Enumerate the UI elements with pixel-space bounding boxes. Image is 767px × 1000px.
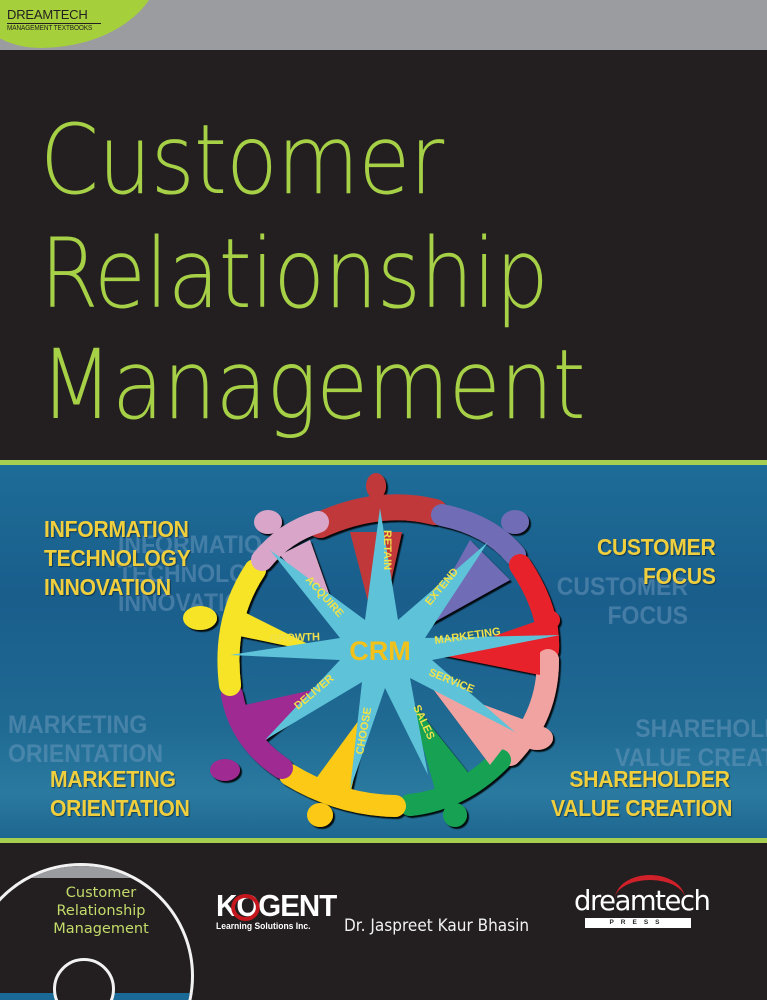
label-marketing-orientation: MARKETING ORIENTATION: [50, 766, 190, 821]
crm-center-label: CRM: [349, 636, 411, 666]
ghost-label-mo: MARKETING ORIENTATION: [8, 711, 164, 768]
cd-title-2: Relationship: [56, 903, 146, 919]
kogent-ring-icon: [231, 894, 260, 921]
title-area: Customer Relationship Management: [0, 50, 767, 460]
spoke-choose: CHOOSE: [354, 706, 374, 755]
spoke-retain: RETAIN: [381, 530, 393, 570]
ghost-label-it: INFORMATIO TECHNOLOG INNOVATIO: [118, 531, 265, 617]
series-logo: DREAMTECH MANAGEMENT TEXTBOOKS: [7, 8, 101, 34]
ghost-label-cf: CUSTOMER FOCUS: [556, 573, 688, 630]
divider-bottom: [0, 838, 767, 843]
cd-disc: Customer Relationship Management MATION …: [0, 863, 194, 1000]
label-shareholder-value-creation: SHAREHOLDER VALUE CREATION: [551, 766, 733, 821]
dreamtech-arc-icon: [615, 875, 685, 899]
label-information-technology-innovation: INFORMATION TECHNOLOGY INNOVATION: [44, 516, 191, 600]
title-line-2: Relationship: [40, 218, 549, 330]
dreamtech-press-label: PRESS: [585, 918, 691, 928]
kogent-tagline: Learning Solutions Inc.: [216, 921, 311, 932]
cd-title-1: Customer: [65, 885, 137, 901]
cd-title-3: Management: [53, 921, 149, 937]
title-line-1: Customer: [40, 104, 444, 216]
spoke-growth: GROWTH: [270, 631, 321, 645]
title-line-3: Management: [40, 329, 586, 441]
cd-hole: [53, 958, 115, 1000]
crm-wheel-diagram: RETAIN EXTEND MARKETING SERVICE SALES CH…: [183, 473, 560, 827]
series-subtitle: MANAGEMENT TEXTBOOKS: [7, 25, 93, 32]
kogent-logo: KOGENT Learning Solutions Inc.: [216, 890, 343, 933]
divider-top: [0, 460, 767, 465]
author-name: Dr. Jaspreet Kaur Bhasin: [344, 916, 530, 936]
ghost-label-svc: SHAREHOLD VALUE CREAT: [615, 715, 767, 772]
illustration-panel: INFORMATIO TECHNOLOG INNOVATIO CUSTOMER …: [0, 465, 767, 838]
dreamtech-name: dreamtech: [574, 884, 711, 917]
footer-band: Customer Relationship Management MATION …: [0, 843, 767, 1000]
series-name: DREAMTECH: [7, 8, 101, 24]
label-customer-focus: CUSTOMER FOCUS: [597, 534, 716, 589]
header-band: DREAMTECH MANAGEMENT TEXTBOOKS: [0, 0, 767, 50]
dreamtech-press-logo: dreamtech PRESS: [570, 871, 711, 941]
